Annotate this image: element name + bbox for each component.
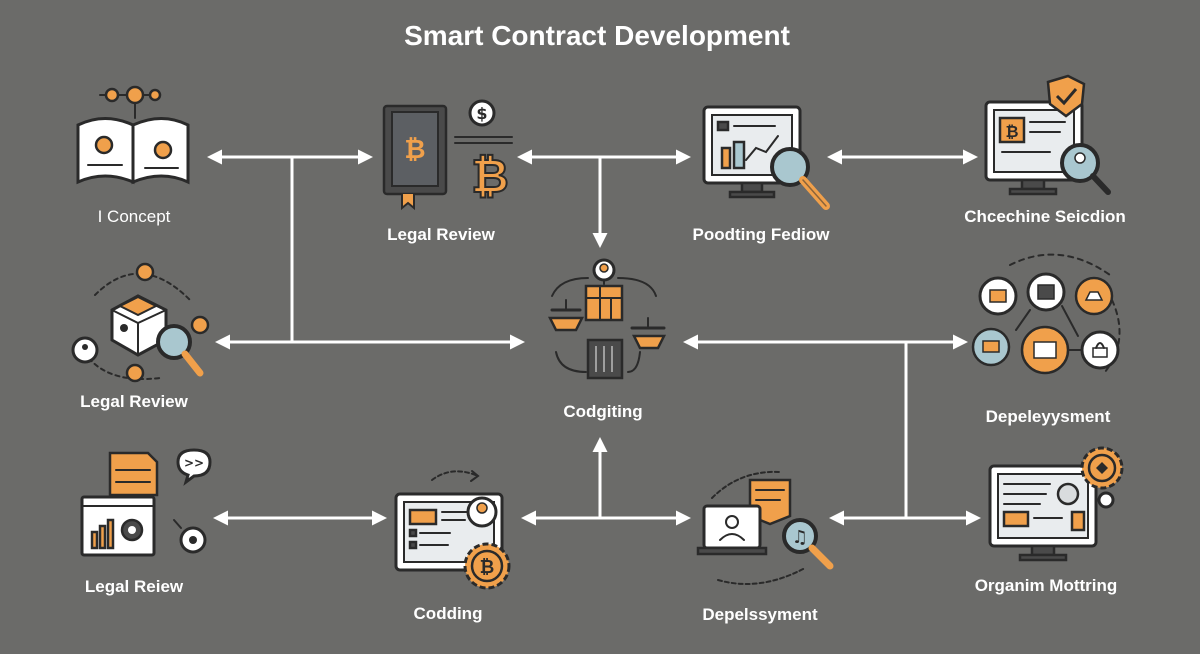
monitor-gear-icon	[988, 446, 1124, 562]
blockchain-scales-icon	[547, 258, 667, 380]
monitor-coin-gear-icon: ₿	[394, 470, 511, 590]
node-label-legal-reiew: Legal Reiew	[85, 577, 184, 596]
svg-text:$: $	[476, 104, 487, 123]
node-label-depelssyment: Depelssyment	[702, 605, 818, 624]
connectors	[207, 149, 981, 526]
open-book-gears-icon	[76, 85, 190, 185]
network-circles-icon	[971, 253, 1121, 375]
node-label-legal-review-top: Legal Review	[387, 225, 495, 244]
node-label-codgiting: Codgiting	[563, 402, 642, 421]
document-dashboard-icon: >>	[80, 448, 212, 557]
svg-text:₿: ₿	[1005, 122, 1018, 141]
node-label-chcechine-seicdion: Chcechine Seicdion	[964, 207, 1126, 226]
svg-text:₿: ₿	[404, 135, 425, 165]
monitor-bitcoin-shield-icon: ₿	[984, 74, 1111, 196]
node-label-concept: I Concept	[98, 207, 171, 226]
node-label-depeleyysment: Depeleyysment	[986, 407, 1111, 426]
node-label-legal-review-mid: Legal Review	[80, 392, 188, 411]
svg-text:₿: ₿	[480, 557, 495, 578]
svg-text:₿: ₿	[471, 149, 509, 203]
monitor-chart-magnifier-icon	[702, 105, 830, 210]
node-label-codding: Codding	[414, 604, 483, 623]
laptop-scroll-magnifier-icon: ♫	[696, 470, 834, 585]
svg-text:♫: ♫	[792, 527, 808, 548]
diagram-title: Smart Contract Development	[404, 20, 790, 51]
node-label-poodting-fediow: Poodting Fediow	[693, 225, 831, 244]
svg-text:>>: >>	[184, 456, 204, 470]
cube-magnifier-icon	[71, 262, 210, 383]
node-label-organim-mottring: Organim Mottring	[975, 576, 1118, 595]
bitcoin-ledger-book-icon: ₿ $ ₿	[382, 99, 513, 211]
